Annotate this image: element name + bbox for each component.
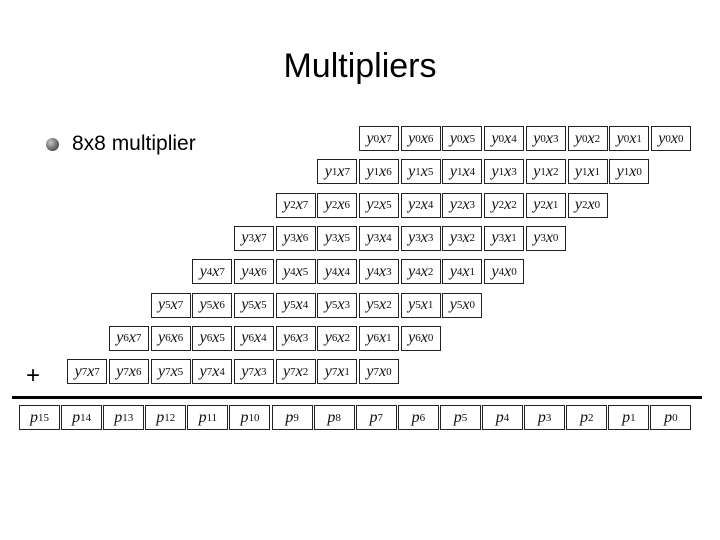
sum-line bbox=[12, 396, 702, 399]
bullet-item: 8x8 multiplier bbox=[46, 132, 196, 156]
plus-sign: + bbox=[26, 362, 41, 389]
bullet-dot-icon bbox=[46, 137, 59, 151]
page-title: Multipliers bbox=[283, 47, 437, 85]
bullet-text: 8x8 multiplier bbox=[72, 132, 196, 155]
